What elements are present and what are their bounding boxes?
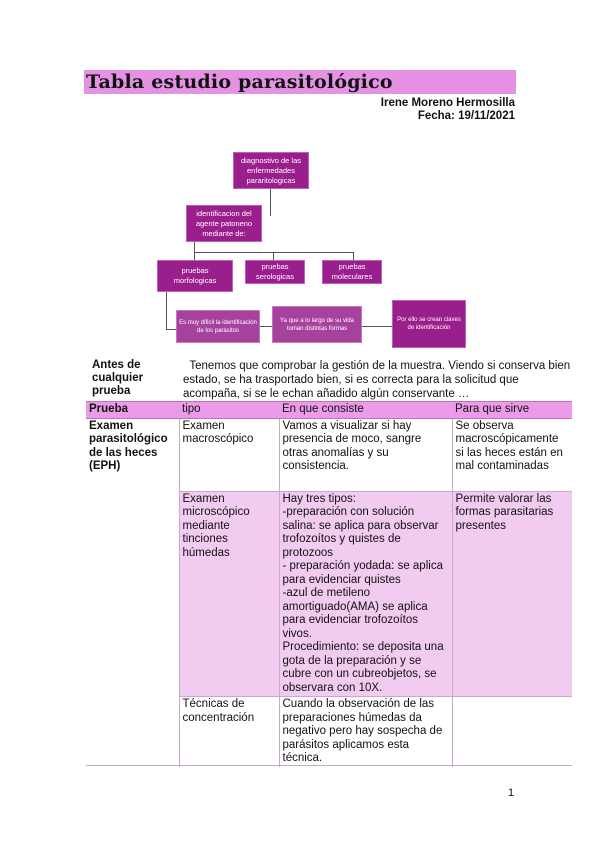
- connector-line: [270, 189, 271, 216]
- author-name: Irene Moreno Hermosilla: [380, 97, 515, 109]
- intro-label: Antes de cualquier prueba: [92, 359, 144, 397]
- diagram-test-node-serologicas: pruebas serologicas: [245, 260, 305, 284]
- intro-text: Tenemos que comprobar la gestión de la m…: [183, 359, 573, 401]
- section-label: Examen parasitológico de las heces (EPH): [89, 419, 168, 473]
- cell-tipo: Técnicas de concentración: [178, 696, 279, 767]
- intro-text-content: Tenemos que comprobar la gestión de la m…: [183, 360, 571, 400]
- header-prueba: Prueba: [86, 401, 179, 419]
- diagram-note-node: Ya que a lo largo de su vida toman disti…: [272, 306, 362, 343]
- page-number: 1: [508, 787, 515, 799]
- title-bar: [84, 70, 516, 94]
- document-date: Fecha: 19/11/2021: [417, 110, 515, 122]
- table-row: Examen microscópico mediante tinciones h…: [86, 490, 572, 697]
- study-table: Prueba tipo En que consiste Para que sir…: [86, 401, 572, 767]
- table-row: Técnicas de concentración Cuando la obse…: [86, 696, 572, 767]
- diagram-test-node-morfologicas: pruebas morfologicas: [157, 260, 233, 292]
- table-bottom-rule: [86, 765, 572, 766]
- cell-consiste: Cuando la observación de las preparacion…: [278, 696, 452, 767]
- connector-line: [194, 242, 195, 260]
- consiste-line: Procedimiento: se deposita una gota de l…: [282, 641, 444, 694]
- header-consiste: En que consiste: [279, 401, 452, 419]
- diagram-note-node: Por ello se crean claves de identificaci…: [392, 300, 466, 348]
- connector-line: [353, 252, 354, 261]
- connector-line: [273, 252, 274, 261]
- consiste-line: Hay tres tipos:: [282, 492, 357, 505]
- page-title: Tabla estudio parasitológico: [86, 71, 393, 93]
- consiste-line: - preparación yodada: se aplica para evi…: [282, 560, 443, 586]
- cell-sirve: Permite valorar las formas parasitarias …: [451, 490, 572, 697]
- header-sirve: Para que sirve: [452, 401, 572, 419]
- connector-line: [166, 292, 167, 329]
- cell-sirve: [451, 696, 572, 767]
- consiste-line: -azul de metileno amortiguado(AMA) se ap…: [282, 587, 428, 640]
- diagram-root-node: diagnostivo de las enfermedades pararito…: [233, 152, 309, 189]
- table-header-row: Prueba tipo En que consiste Para que sir…: [86, 401, 572, 419]
- diagram-test-node-moleculares: pruebas moleculares: [322, 260, 382, 284]
- connector-line: [194, 252, 354, 253]
- connector-line: [362, 326, 392, 327]
- header-tipo: tipo: [179, 401, 279, 419]
- table-row: Examen parasitológico de las heces (EPH)…: [86, 418, 572, 491]
- cell-tipo: Examen microscópico mediante tinciones h…: [178, 490, 279, 697]
- cell-tipo: Examen macroscópico: [178, 418, 279, 491]
- diagram-identify-node: identificacion del agente patoneno media…: [186, 205, 262, 242]
- cell-consiste: Vamos a visualizar si hay presencia de m…: [278, 418, 452, 491]
- consiste-line: -preparación con solución salina: se apl…: [282, 506, 439, 559]
- cell-consiste: Hay tres tipos: -preparación con solució…: [278, 490, 452, 697]
- cell-sirve: Se observa macroscópicamente si las hece…: [451, 418, 572, 491]
- diagram-note-node: Es muy dificil la identificación de los …: [176, 310, 260, 343]
- connector-line: [260, 326, 272, 327]
- connector-line: [166, 329, 176, 330]
